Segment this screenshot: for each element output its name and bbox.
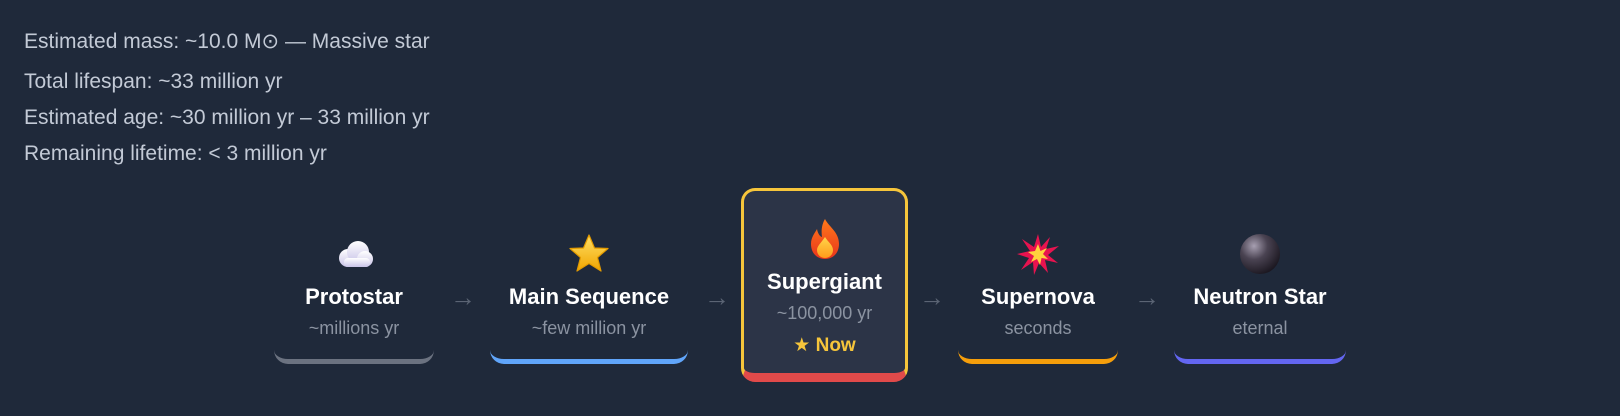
- stage-duration: seconds: [1004, 318, 1072, 338]
- arrow-icon: →: [1134, 282, 1160, 312]
- stage-protostar: Protostar ~millions yr: [274, 232, 434, 364]
- stage-main-sequence: Main Sequence ~few million yr: [490, 232, 688, 364]
- arrow-icon: →: [450, 282, 476, 312]
- flame-icon: [810, 219, 839, 259]
- current-stage-badge: ★ Now: [793, 335, 856, 356]
- stage-neutron-star: Neutron Star eternal: [1174, 232, 1346, 364]
- arrow-icon: →: [919, 282, 945, 312]
- stage-duration: ~millions yr: [308, 318, 400, 338]
- star-icon: [569, 234, 609, 272]
- cloud-icon: [339, 241, 373, 267]
- estimated-mass: Estimated mass: ~10.0 M⊙ — Massive star: [24, 30, 430, 53]
- stage-title: Main Sequence: [508, 284, 670, 309]
- stage-duration: eternal: [1232, 318, 1288, 338]
- stage-supergiant: Supergiant ~100,000 yr ★ Now: [741, 188, 908, 382]
- stellar-evolution-timeline: Protostar ~millions yr → Main Sequence ~…: [0, 186, 1620, 396]
- remaining-lifetime: Remaining lifetime: < 3 million yr: [24, 142, 327, 165]
- star-summary: Estimated mass: ~10.0 M⊙ — Massive star …: [24, 24, 430, 172]
- stage-title: Protostar: [305, 284, 403, 309]
- estimated-age: Estimated age: ~30 million yr – 33 milli…: [24, 106, 430, 129]
- stage-supernova: Supernova seconds: [958, 232, 1118, 364]
- stage-duration: ~few million yr: [531, 318, 647, 338]
- total-lifespan: Total lifespan: ~33 million yr: [24, 70, 283, 93]
- arrow-icon: →: [704, 282, 730, 312]
- stage-title: Supernova: [981, 284, 1095, 309]
- sphere-icon: [1240, 234, 1280, 274]
- stage-title: Neutron Star: [1193, 284, 1327, 309]
- stage-duration: ~100,000 yr: [776, 303, 873, 323]
- explosion-icon: [1017, 234, 1059, 275]
- stage-title: Supergiant: [767, 269, 882, 294]
